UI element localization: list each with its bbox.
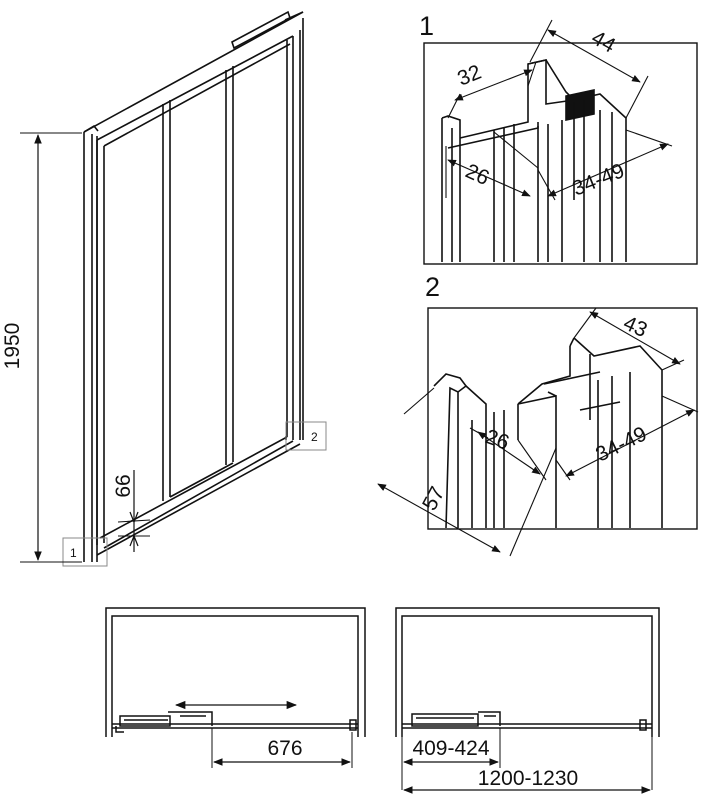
threshold-label: 66: [112, 474, 135, 497]
dim-26-line: [447, 159, 531, 197]
detail-1-number: 1: [419, 11, 434, 41]
plan-view-right: [395, 607, 660, 794]
fixed-panel-label: 409-424: [412, 737, 489, 760]
total-width-label: 1200-1230: [478, 767, 578, 790]
callout-box-1: [62, 537, 108, 567]
plan-view-left: [105, 607, 366, 768]
detail-2-dim-57: 57: [418, 483, 449, 514]
detail-1-dim-34-49: 34-49: [569, 159, 627, 200]
callout-box-2: [285, 421, 327, 451]
dim-34-49-line-2: [565, 409, 695, 477]
detail-2-profile: [427, 307, 698, 530]
dim-57-line: [377, 483, 501, 553]
dim-32-line: [454, 69, 533, 101]
dim-44-line: [547, 29, 641, 83]
detail-2-dim-43: 43: [620, 312, 651, 343]
detail-1-dimensions: [445, 19, 673, 201]
top-rail: [83, 11, 304, 147]
door-perspective-view: [20, 10, 327, 567]
callout-label-1: 1: [70, 546, 77, 560]
detail-1-dim-26: 26: [462, 160, 493, 191]
plan-right-door-track: [402, 723, 652, 729]
dim-43-line: [589, 311, 681, 365]
panel-left: [96, 140, 105, 545]
detail-1-dim-44: 44: [588, 26, 620, 58]
right-wall-profile: [284, 11, 304, 440]
detail-2-dim-34-49: 34-49: [592, 422, 650, 466]
panel-right: [225, 66, 234, 465]
plan-right-walls: [395, 607, 660, 737]
plan-left-door-track: [112, 723, 358, 729]
dim-26-line-2: [477, 431, 541, 475]
left-wall-profile: [83, 124, 99, 562]
opening-width-label: 676: [267, 737, 302, 760]
detail-1-dim-32: 32: [454, 61, 484, 91]
plan-left-walls: [105, 607, 366, 737]
detail-2-frame: [427, 307, 698, 530]
callout-label-2: 2: [311, 430, 318, 444]
detail-2-number: 2: [425, 272, 440, 302]
height-label: 1950: [1, 323, 24, 370]
dim-34-49-line: [547, 143, 669, 197]
detail-2-dimensions: [377, 307, 699, 557]
panel-middle: [162, 100, 234, 501]
